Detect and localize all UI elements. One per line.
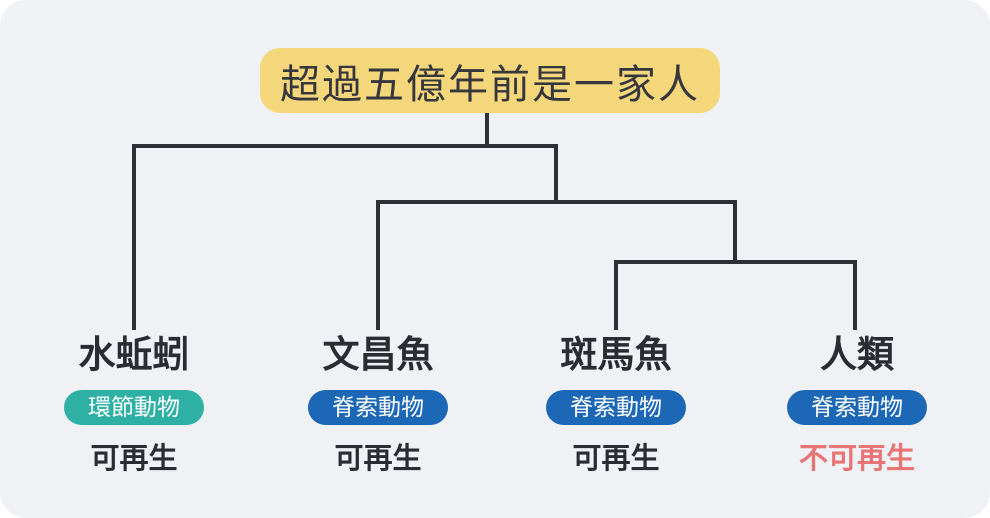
phylum-badge: 脊索動物 (308, 390, 448, 425)
phylum-badge: 脊索動物 (787, 390, 927, 425)
leaf-node-zebrafish: 斑馬魚 脊索動物 可再生 (546, 332, 686, 476)
leaf-node-water-earthworm: 水蚯蚓 環節動物 可再生 (64, 332, 204, 476)
root-node: 超過五億年前是一家人 (260, 48, 720, 113)
regeneration-status: 可再生 (572, 443, 660, 475)
leaf-node-human: 人類 脊索動物 不可再生 (787, 332, 927, 476)
tree-branch-level1 (132, 144, 558, 330)
regeneration-status: 不可再生 (798, 443, 915, 475)
phylum-badge: 環節動物 (64, 390, 204, 425)
tree-branch-level3 (614, 260, 857, 330)
species-name: 水蚯蚓 (78, 334, 190, 375)
regeneration-status: 可再生 (90, 443, 178, 475)
species-name: 人類 (820, 334, 894, 375)
species-name: 斑馬魚 (560, 334, 672, 375)
tree-branch-level2 (376, 200, 737, 330)
root-node-label: 超過五億年前是一家人 (280, 62, 700, 107)
regeneration-status: 可再生 (334, 443, 422, 475)
leaf-node-lancelet: 文昌魚 脊索動物 可再生 (308, 332, 448, 476)
species-name: 文昌魚 (322, 334, 434, 375)
phylum-badge: 脊索動物 (546, 390, 686, 425)
